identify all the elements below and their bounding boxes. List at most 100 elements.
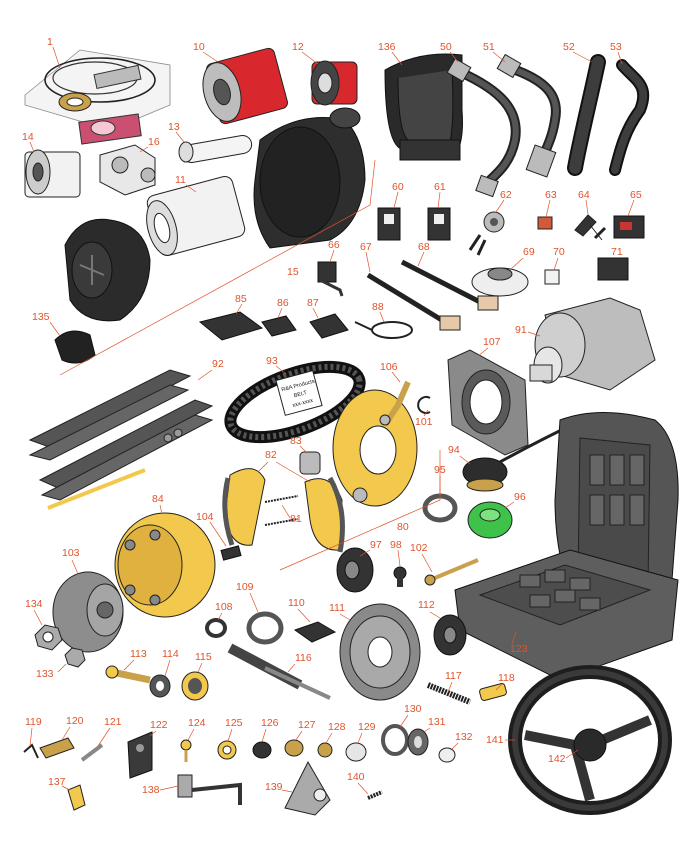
callout-11: 11: [175, 174, 186, 186]
callout-82: 82: [265, 449, 277, 461]
part-wear-pad-87: [309, 313, 349, 339]
callout-109: 109: [236, 581, 254, 593]
callout-127: 127: [298, 719, 316, 731]
callout-80: 80: [397, 521, 409, 533]
part-fuel-cap: [462, 420, 579, 492]
part-diode: [544, 269, 560, 285]
callout-115: 115: [195, 651, 212, 663]
part-outer-air-element: [146, 175, 246, 257]
callout-137: 137: [48, 776, 66, 788]
callout-12: 12: [292, 41, 304, 53]
callout-91: 91: [515, 324, 527, 336]
callouts: 1 10 12 136 50 51 52 53 14 16 13 11 15 1…: [22, 36, 642, 796]
callout-62: 62: [500, 189, 512, 201]
callout-14: 14: [22, 131, 34, 143]
part-vacuator-valve: [54, 330, 96, 364]
callout-135: 135: [32, 311, 50, 323]
callout-133: 133: [36, 668, 54, 680]
part-keys: [574, 214, 607, 241]
part-horn: [471, 267, 529, 297]
callout-110: 110: [288, 597, 305, 609]
part-hitch-pin-clip: [23, 743, 39, 759]
callout-104: 104: [196, 511, 214, 523]
callout-65: 65: [630, 189, 642, 201]
part-bolt-102: [424, 558, 479, 586]
part-radiator-hose-lower: [609, 59, 650, 176]
callout-125: 125: [225, 717, 243, 729]
part-ignition-switch: [468, 211, 505, 256]
callout-118: 118: [498, 672, 515, 684]
callout-119: 119: [25, 716, 42, 728]
callout-50: 50: [440, 41, 452, 53]
callout-138: 138: [142, 784, 160, 796]
part-bushing-118: [479, 683, 507, 701]
callout-129: 129: [358, 721, 376, 733]
part-clevis: [67, 784, 86, 811]
callout-106: 106: [380, 361, 398, 373]
callout-81: 81: [290, 513, 302, 525]
callout-128: 128: [328, 721, 346, 733]
callout-15: 15: [287, 266, 299, 278]
part-hydraulic-filter: [202, 47, 288, 125]
part-spring-140: [367, 790, 383, 800]
belt-text-3: xxx-xxxx: [292, 398, 314, 409]
callout-53: 53: [610, 41, 622, 53]
callout-13: 13: [168, 121, 180, 133]
part-gasket-kit: [24, 49, 171, 145]
callout-117: 117: [445, 670, 462, 682]
callout-140: 140: [347, 771, 365, 783]
callout-108: 108: [215, 601, 233, 613]
part-nut-133: [64, 647, 86, 668]
callout-84: 84: [152, 493, 164, 505]
callout-97: 97: [370, 539, 382, 551]
callout-141: 141: [486, 734, 504, 746]
part-wear-pad-85: [198, 311, 264, 341]
callout-136: 136: [378, 41, 396, 53]
callout-101: 101: [415, 416, 433, 428]
callout-126: 126: [261, 717, 279, 729]
callout-111: 111: [329, 602, 345, 614]
part-bolt-98: [393, 566, 407, 587]
callout-61: 61: [434, 181, 446, 193]
part-filter-head: [99, 144, 156, 196]
callout-64: 64: [578, 189, 590, 201]
part-brake-shoe-right: [304, 476, 345, 553]
part-cap-132: [438, 747, 456, 763]
assembly-line-brake: [279, 450, 441, 571]
part-bearing-cup: [381, 724, 409, 756]
callout-114: 114: [162, 648, 179, 660]
part-brake-cam: [299, 451, 321, 475]
part-motor-mount: [447, 349, 529, 456]
callout-85: 85: [235, 293, 247, 305]
callout-10: 10: [193, 41, 205, 53]
part-wheel-motor: [529, 297, 656, 391]
belt-text-2: BELT: [293, 390, 308, 399]
callout-63: 63: [545, 189, 557, 201]
callout-70: 70: [553, 246, 565, 258]
callout-116: 116: [295, 652, 312, 664]
part-brake-plate: [332, 389, 418, 507]
part-spacer: [252, 741, 272, 759]
part-pivot-arm: [177, 774, 242, 805]
part-pulley: [339, 603, 421, 701]
callout-103: 103: [62, 547, 80, 559]
callout-120: 120: [66, 715, 84, 727]
callout-66: 66: [328, 239, 340, 251]
part-module: [597, 257, 629, 281]
part-bearing-114: [149, 674, 171, 698]
part-idler-arm: [284, 760, 331, 816]
part-interlock-switch-67: [366, 272, 461, 331]
part-gas-spring: [227, 643, 331, 700]
part-clevis-pin: [80, 743, 104, 762]
part-washer: [217, 740, 237, 760]
callout-16: 16: [148, 136, 160, 148]
part-wheel-hub: [52, 571, 124, 653]
part-brake-drum: [114, 512, 216, 618]
callout-60: 60: [392, 181, 404, 193]
part-hydraulic-cap: [467, 501, 513, 539]
part-relay: [613, 215, 645, 239]
part-coupler-half: [433, 614, 467, 656]
part-rocker-switch-61: [427, 207, 451, 241]
callout-93: 93: [266, 355, 278, 367]
